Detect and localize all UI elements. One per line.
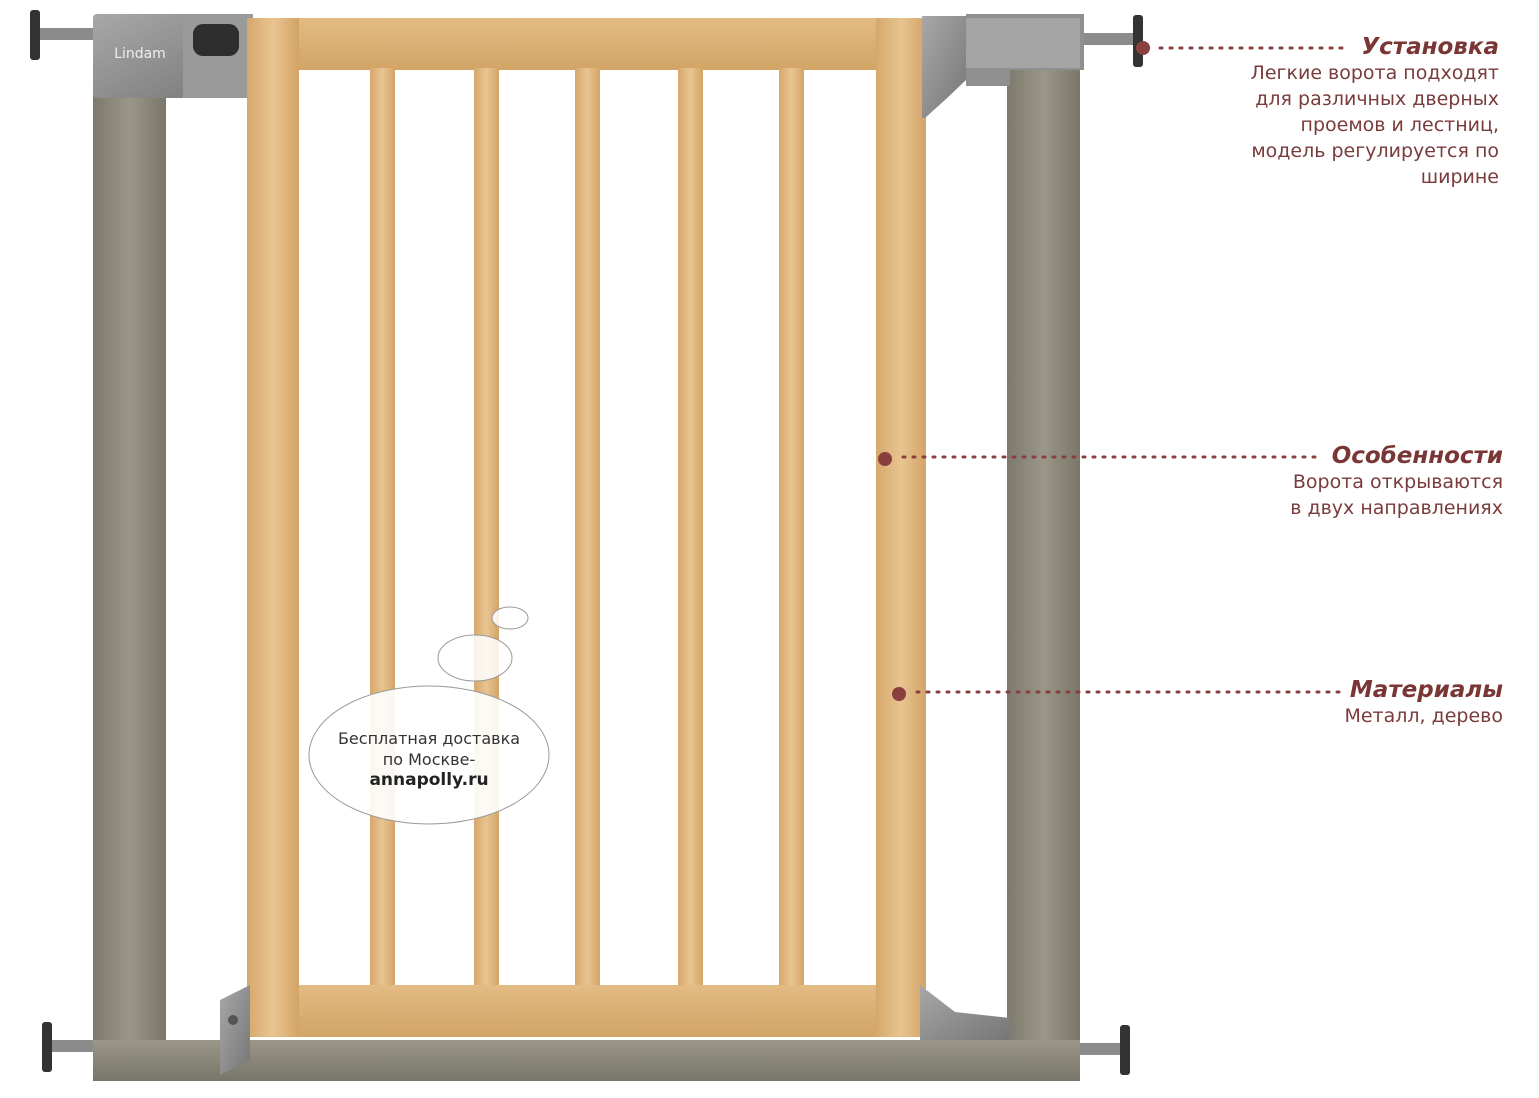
promo-bubble-shapes	[308, 606, 550, 825]
installation-text-line: для различных дверных	[1255, 88, 1499, 110]
promo-line-2: по Москве-	[382, 750, 476, 769]
materials-text-line: Металл, дерево	[1344, 705, 1503, 727]
promo-line-1: Бесплатная доставка	[337, 729, 521, 748]
installation-callout: Установка Легкие ворота подходят для раз…	[1251, 34, 1499, 190]
installation-text-line: проемов и лестниц,	[1300, 114, 1499, 136]
adjustment-bolts	[30, 10, 1143, 1075]
metal-frame	[93, 18, 1080, 1081]
top-hinge	[922, 14, 1084, 118]
callout-leaders	[878, 41, 1352, 701]
materials-callout: Материалы Металл, дерево	[1344, 677, 1503, 729]
wooden-gate	[247, 18, 926, 1037]
installation-text-line: ширине	[1420, 166, 1499, 188]
promo-site-link[interactable]: annapolly.ru	[369, 770, 489, 790]
installation-text-line: модель регулируется по	[1251, 140, 1499, 162]
installation-marker-dot	[1136, 41, 1150, 55]
features-text-line: в двух направлениях	[1290, 497, 1503, 519]
materials-title: Материалы	[1349, 677, 1503, 703]
features-text-line: Ворота открываются	[1292, 471, 1503, 493]
materials-marker-dot	[892, 687, 906, 701]
installation-title: Установка	[1361, 34, 1499, 60]
features-title: Особенности	[1331, 443, 1503, 469]
brand-logo: Lindam	[114, 46, 166, 62]
features-callout: Особенности Ворота открываются в двух на…	[1290, 443, 1503, 521]
promo-bubble: Бесплатная доставка по Москве- annapolly…	[309, 686, 549, 824]
features-marker-dot	[878, 452, 892, 466]
bottom-hinge	[220, 985, 1010, 1075]
lock-housing: Lindam	[93, 14, 253, 98]
installation-text-line: Легкие ворота подходят	[1250, 62, 1499, 84]
